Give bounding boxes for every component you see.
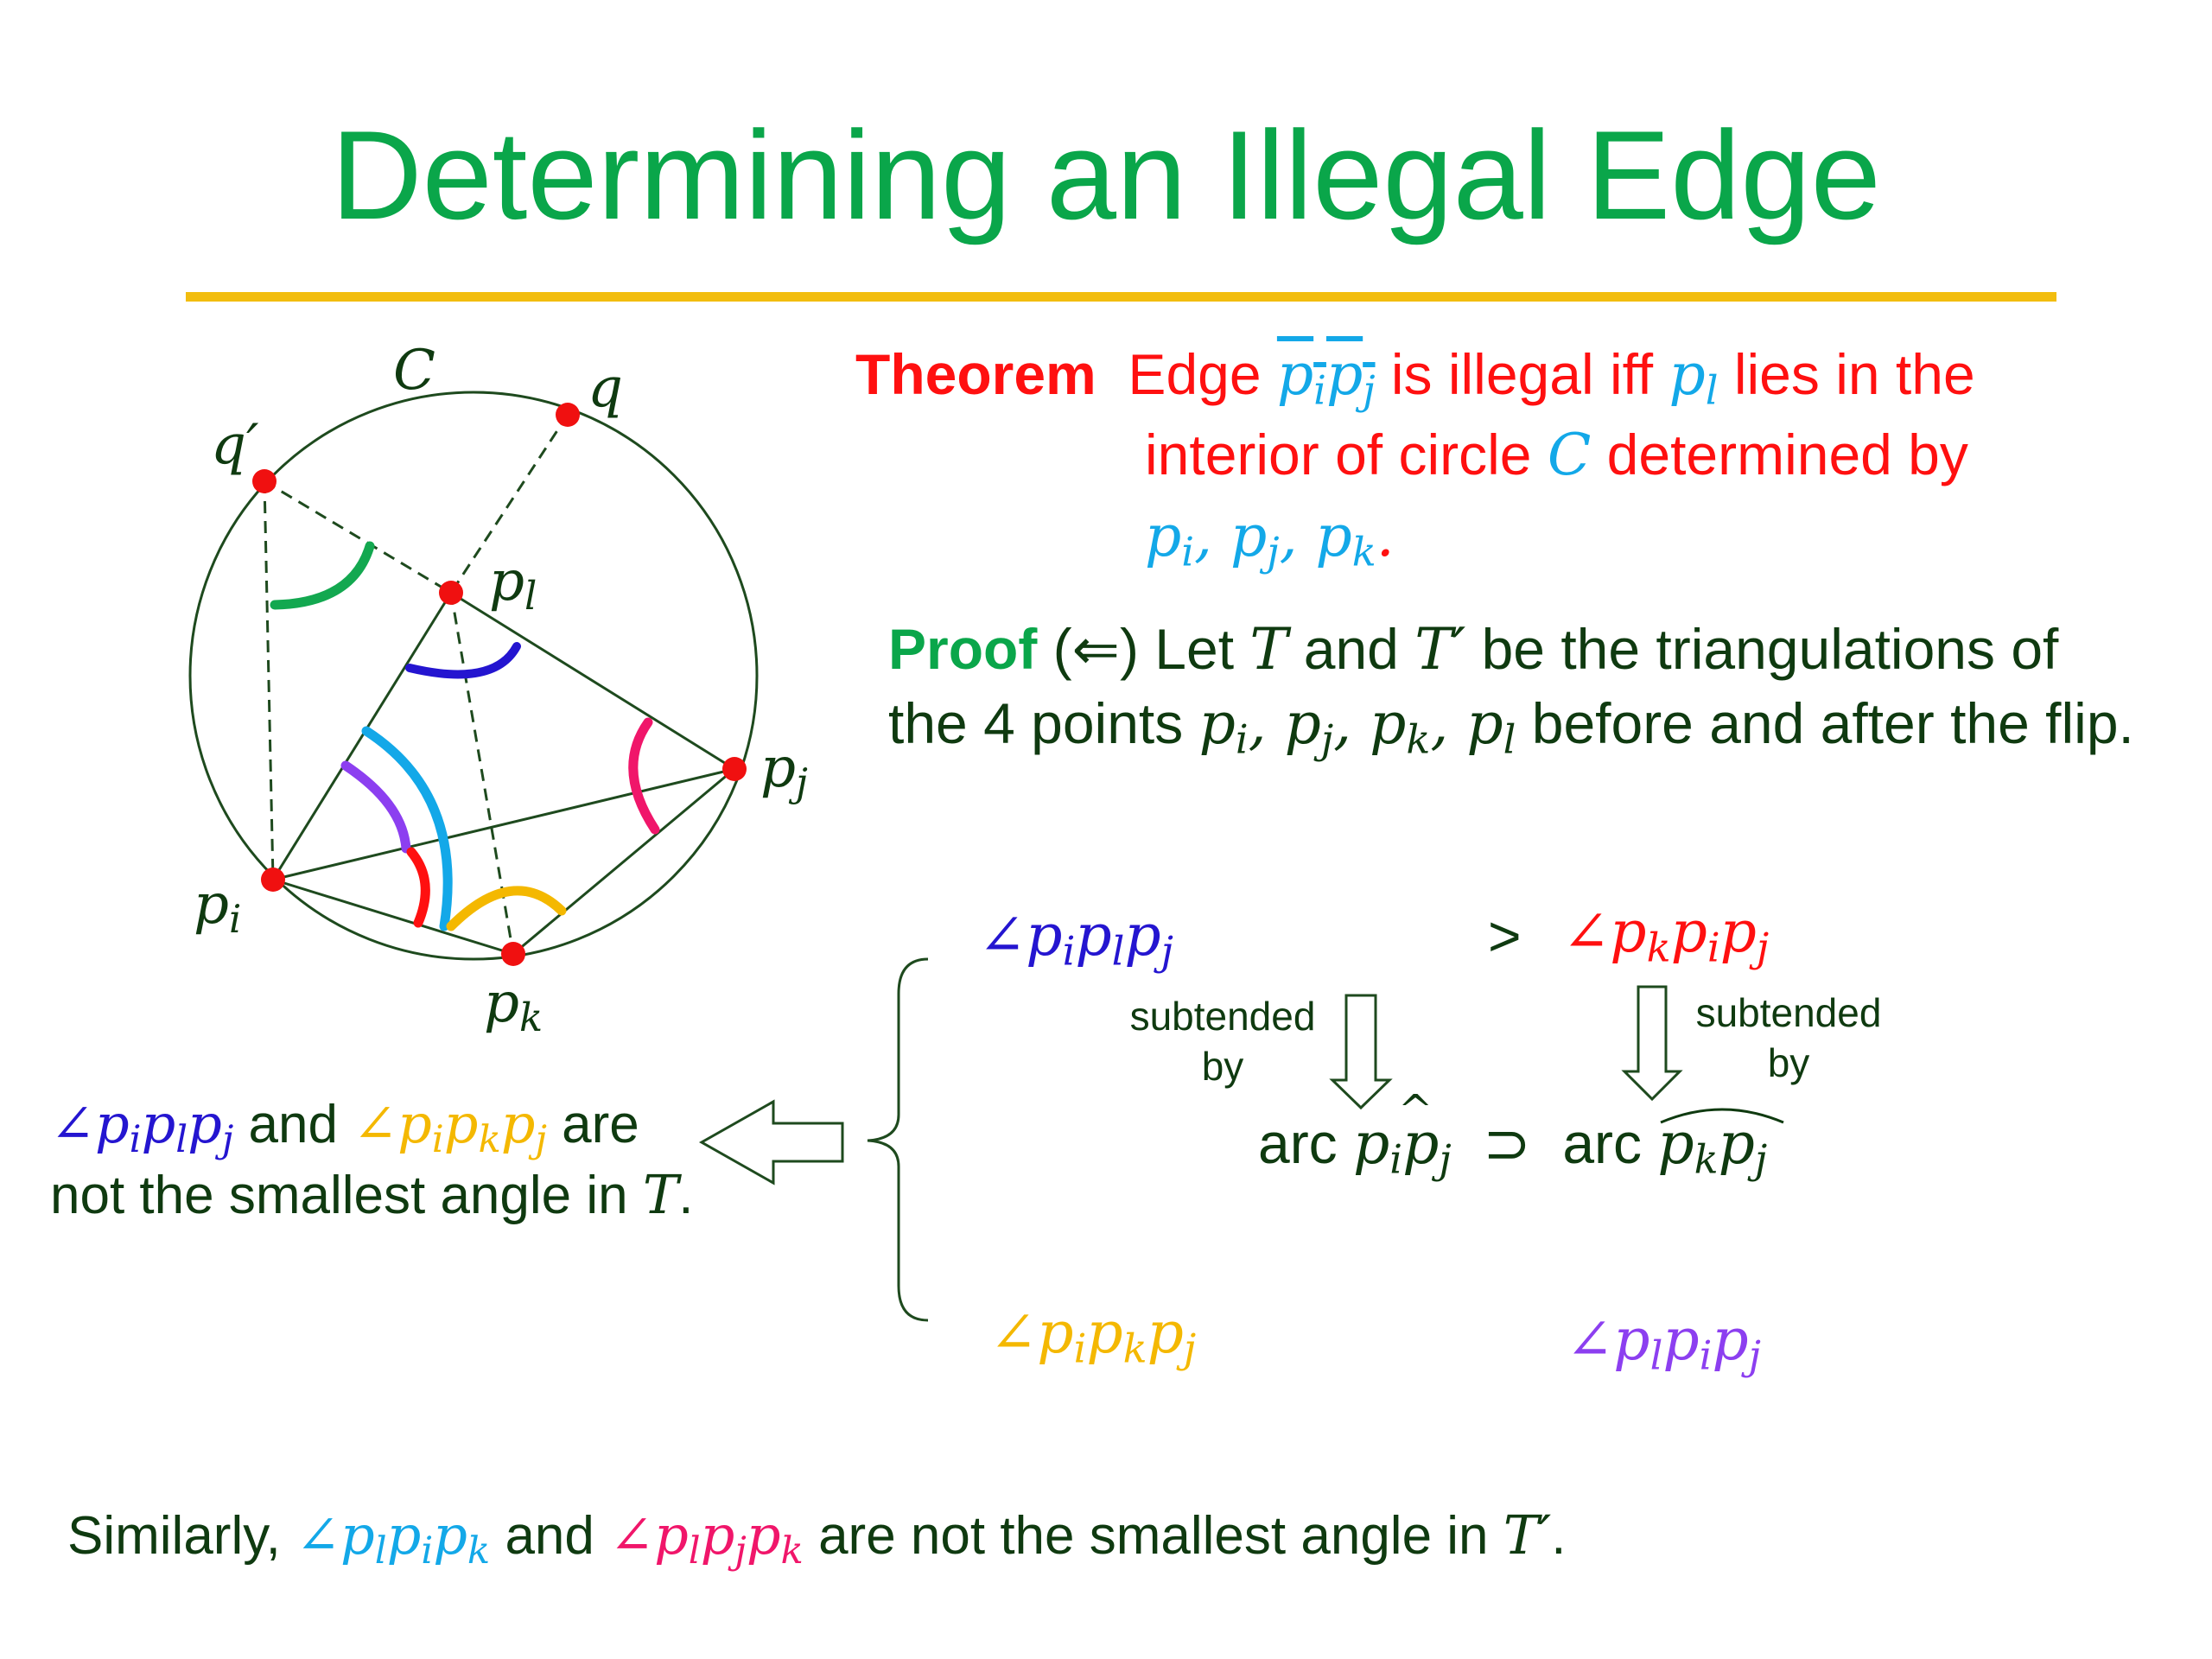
point-q-prime [252,469,276,493]
label-pk: pk [484,971,543,1041]
label-q: q [588,356,623,420]
proof-line-1: Proof (⇐) Let T and T′ be the triangulat… [888,616,2059,683]
point-q [556,403,580,427]
edge-pi-pl [271,592,453,880]
angle-pk-pi-pj: ∠pkpipj [1562,899,1770,971]
arc-hat-right [1660,1108,1784,1124]
proof-label: Proof [888,617,1038,681]
point-pj [722,757,747,781]
edge-pl-pj [450,591,735,771]
conclusion-line-2: not the smallest angle in T. [50,1163,694,1226]
theorem-line-1: Theorem Edge pipj is illegal iff pl lies… [855,341,1975,414]
point-pi [261,868,285,892]
angle-pl-pi-pj: ∠plpipj [1566,1306,1761,1379]
edge-pi-pk [272,878,514,956]
angle-pi-pk-pj: ∠pipkpj [989,1300,1197,1372]
title-underline [186,292,2056,302]
edge-pi-pj [272,767,735,881]
arc-relation: arc pipj^ ⊃ arc pkpj [1258,1086,1784,1183]
red-angle-arc [406,847,430,928]
theorem-line-3: pi, pj, pk. [1145,503,1395,575]
dashed-qp-pi [263,480,275,880]
label-q-prime: q′ [211,413,259,477]
dashed-q-pl [449,414,569,594]
pink-angle-arc [628,717,660,835]
label-circle-c: C [393,339,435,403]
blue-angle-arc [405,642,521,679]
arc-pk-pj: pkpj [1657,1108,1784,1179]
subtended-arrow-left [1329,994,1393,1110]
point-pk [501,942,525,966]
label-pj: pj [760,736,808,806]
theorem-edge: pipj [1276,341,1376,414]
label-pi: pi [194,873,242,943]
conclusion-line-1: ∠piplpj and ∠pipkpj are [50,1092,639,1161]
edge-pk-pj [512,767,735,956]
theorem-label: Theorem [855,342,1096,406]
cyan-angle-arc [361,726,453,931]
circle-c [188,391,759,961]
purple-angle-arc [340,760,411,854]
footer-line: Similarly, ∠plpipk and ∠plpjpk are not t… [67,1503,1567,1573]
theorem-line-2: interior of circle C determined by [1145,422,1968,488]
dashed-qp-pl [264,480,452,594]
arc-pi-pj: pipj^ [1353,1086,1452,1183]
yellow-angle-arc [446,886,567,931]
left-brace [867,957,929,1322]
subtended-arrow-right [1621,985,1683,1102]
greater-than: > [1488,904,1522,968]
angle-pi-pl-pj: ∠piplpj [978,902,1173,975]
page-title: Determining an Illegal Edge [331,105,1881,245]
proof-line-2: the 4 points pi, pj, pk, pl before and a… [888,690,2134,763]
green-angle-arc [270,541,375,610]
point-pl [439,581,463,605]
implication-arrow [698,1099,844,1185]
label-pl: pl [489,550,537,620]
